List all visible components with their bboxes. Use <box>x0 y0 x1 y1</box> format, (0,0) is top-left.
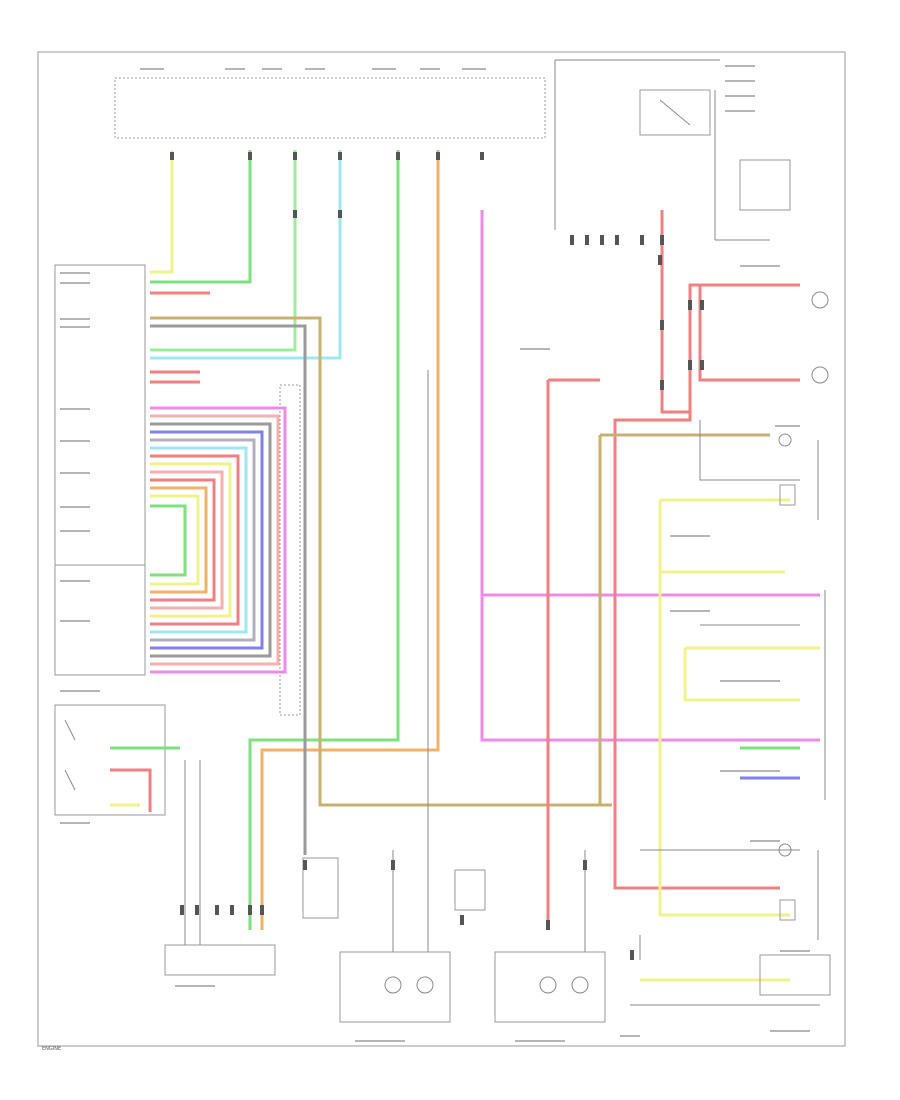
wire-bcm-loops <box>150 406 287 674</box>
wire-right-gray <box>639 420 800 960</box>
side-turn-box <box>302 857 486 919</box>
wire-green-long <box>248 150 400 930</box>
wire-right-red <box>546 210 800 930</box>
wire-hazard <box>110 746 180 812</box>
wire-orange-long <box>260 150 440 930</box>
decorative-label-strokes <box>60 65 810 1042</box>
wire-right-tan <box>598 433 770 805</box>
left-front-combination-lamp <box>494 850 606 1023</box>
wire-cyan-top <box>150 150 342 360</box>
wire-pink-long <box>480 210 820 742</box>
right-front-combination-lamp <box>339 370 451 1023</box>
right-side-lamps <box>630 291 831 1006</box>
footer-code: ENGINE <box>42 1046 61 1052</box>
fuse-block-top <box>114 59 720 230</box>
wire-bcm-stubs <box>150 291 612 855</box>
relay-top-right <box>639 89 791 241</box>
wire-right-yellow <box>640 498 820 982</box>
turn-signal-connector-box <box>164 760 276 976</box>
wire-yellow-top <box>150 150 174 274</box>
diagram-frame <box>37 51 846 1047</box>
connector-markers <box>170 152 704 960</box>
body-control-module <box>54 264 301 716</box>
hazard-switch <box>54 704 166 816</box>
